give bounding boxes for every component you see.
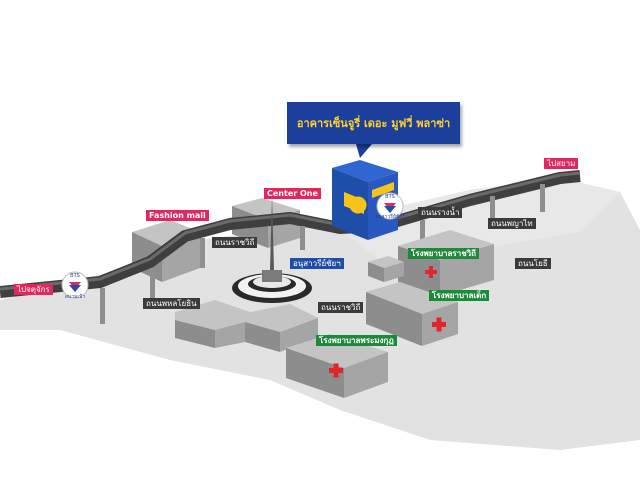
building-small-right (368, 256, 404, 282)
label-to-chatuchak: ไปจตุจักร (14, 284, 53, 295)
bts-logo-icon-victory (376, 192, 404, 220)
victory-monument-roundabout (232, 196, 312, 303)
bts-logo-icon-sanampao (61, 271, 89, 299)
label-road-phahonyothin: ถนนพหลโยธิน (143, 298, 200, 309)
bts-logo-text-sanampao: BTS (70, 273, 80, 279)
building-lower-left (175, 300, 318, 352)
label-hospital-phramongkut: โรงพยาบาลพระมงกุฎ (316, 335, 397, 346)
label-to-siam: ไปสยาม (544, 158, 579, 169)
label-hospital-children: โรงพยาบาลเด็ก (429, 290, 490, 301)
callout-century-movie-plaza: อาคารเซ็นจูรี่ เดอะ มูฟวี่ พลาซ่า (287, 102, 460, 144)
bts-logo-text-victory: BTS (385, 194, 395, 200)
label-road-rangnam: ถนนรางน้ำ (418, 207, 463, 218)
building-children-hospital (366, 282, 458, 346)
bts-station-sanampao: สนามเป้า (64, 294, 86, 300)
callout-text: อาคารเซ็นจูรี่ เดอะ มูฟวี่ พลาซ่า (296, 117, 451, 130)
label-victory-monument: อนุสาวรีย์ชัยฯ (290, 258, 344, 269)
label-road-phayathai: ถนนพญาไท (488, 218, 536, 229)
label-road-ratchawithi-left: ถนนราชวิถี (212, 237, 258, 248)
label-road-yothi: ถนนโยธี (515, 258, 551, 269)
bts-station-victory: อนุสาวรีย์ชัยฯ (375, 214, 405, 220)
label-center-one: Center One (264, 188, 321, 199)
label-hospital-ratchawithi: โรงพยาบาลราชวิถี (408, 248, 479, 259)
callout-pointer (356, 144, 372, 158)
label-road-ratchawithi-right: ถนนราชวิถี (318, 302, 364, 313)
building-phramongkut-hospital (286, 334, 388, 398)
bts-skytrain-line (0, 170, 581, 324)
road-surface-upper (330, 178, 620, 260)
label-fashion-mall: Fashion mall (146, 210, 209, 221)
